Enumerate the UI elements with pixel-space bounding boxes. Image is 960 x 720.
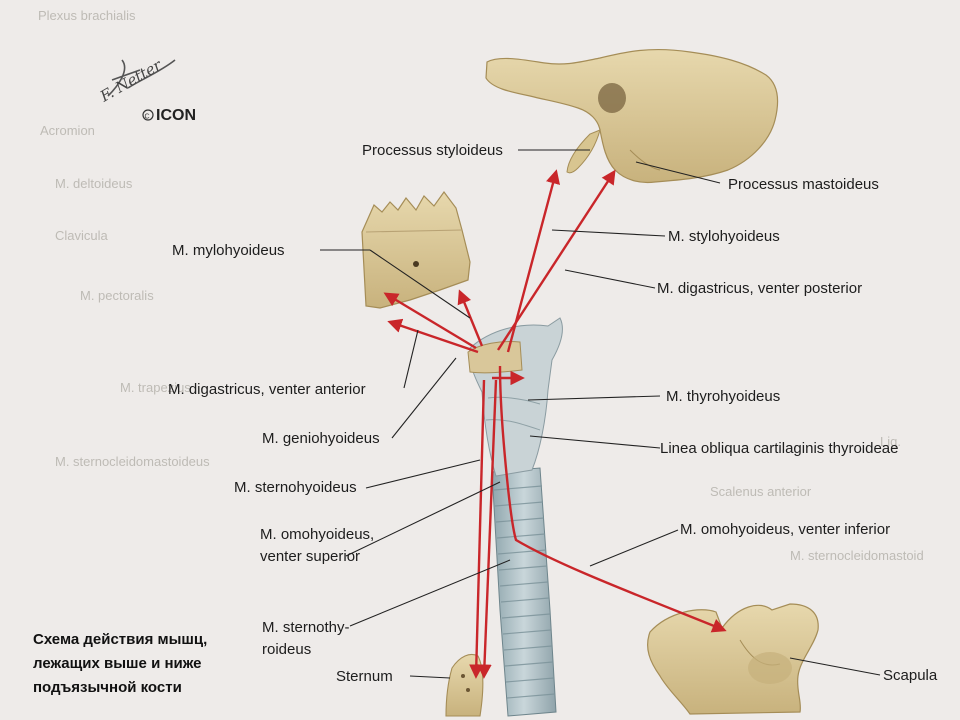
label-m-sternothyroideus-line2: roideus xyxy=(262,641,311,658)
scapula-bone xyxy=(647,603,819,715)
ghost-background-text: Plexus brachialis Acromion M. deltoideus… xyxy=(38,8,924,563)
leader-lines xyxy=(320,149,881,679)
label-processus-styloideus: Processus styloideus xyxy=(362,142,503,159)
mandible xyxy=(361,190,471,309)
label-sternum: Sternum xyxy=(336,668,393,685)
label-linea-obliqua: Linea obliqua cartilaginis thyroideae xyxy=(660,440,899,457)
svg-text:M. sternocleidomastoid: M. sternocleidomastoid xyxy=(790,548,924,563)
icon-publisher-logo: ICON xyxy=(156,107,196,124)
svg-text:M. pectoralis: M. pectoralis xyxy=(80,288,154,303)
label-scapula: Scapula xyxy=(883,667,938,684)
svg-text:M. trapezius: M. trapezius xyxy=(120,380,191,395)
label-m-digastricus-anterior: M. digastricus, venter anterior xyxy=(168,381,366,398)
arrow-omohyoideus xyxy=(498,365,727,633)
caption-line2: лежащих выше и ниже xyxy=(33,655,202,672)
label-processus-mastoideus: Processus mastoideus xyxy=(728,176,879,193)
label-m-omohyoideus-superior-line1: M. omohyoideus, xyxy=(260,526,374,543)
label-m-omohyoideus-inferior: M. omohyoideus, venter inferior xyxy=(680,521,890,538)
arrow-digastricus-posterior xyxy=(496,169,616,351)
svg-text:M. deltoideus: M. deltoideus xyxy=(55,176,133,191)
caption: Схема действия мышц, лежащих выше и ниже… xyxy=(33,631,207,696)
svg-text:Plexus brachialis: Plexus brachialis xyxy=(38,8,136,23)
label-m-digastricus-posterior: M. digastricus, venter posterior xyxy=(657,280,862,297)
label-m-sternohyoideus: M. sternohyoideus xyxy=(234,479,357,496)
caption-line1: Схема действия мышц, xyxy=(33,631,207,648)
muscle-action-arrows xyxy=(383,169,727,679)
label-m-thyrohyoideus: M. thyrohyoideus xyxy=(666,388,780,405)
arrow-mylohyoideus-1 xyxy=(383,292,477,350)
arrow-sternohyoideus xyxy=(469,379,486,679)
arrow-mylohyoideus-2 xyxy=(457,289,484,347)
trachea xyxy=(491,467,557,717)
caption-line3: подъязычной кости xyxy=(33,679,182,696)
structure-labels: Processus styloideus Processus mastoideu… xyxy=(168,142,938,685)
svg-text:Lig.: Lig. xyxy=(880,434,901,449)
label-m-omohyoideus-superior-line2: venter superior xyxy=(260,548,360,565)
svg-text:M. sternocleidomastoideus: M. sternocleidomastoideus xyxy=(55,454,210,469)
svg-text:Acromion: Acromion xyxy=(40,123,95,138)
arrow-digastricus-anterior xyxy=(387,318,479,354)
svg-text:Scalenus anterior: Scalenus anterior xyxy=(710,484,812,499)
label-m-mylohyoideus: M. mylohyoideus xyxy=(172,242,285,259)
label-m-stylohyoideus: M. stylohyoideus xyxy=(668,228,780,245)
label-m-sternothyroideus-line1: M. sternothy- xyxy=(262,619,350,636)
arrow-sternothyroideus xyxy=(477,379,498,679)
svg-text:C: C xyxy=(145,114,150,121)
label-m-geniohyoideus: M. geniohyoideus xyxy=(262,430,380,447)
temporal-bone xyxy=(485,48,779,184)
svg-text:Clavicula: Clavicula xyxy=(55,228,109,243)
